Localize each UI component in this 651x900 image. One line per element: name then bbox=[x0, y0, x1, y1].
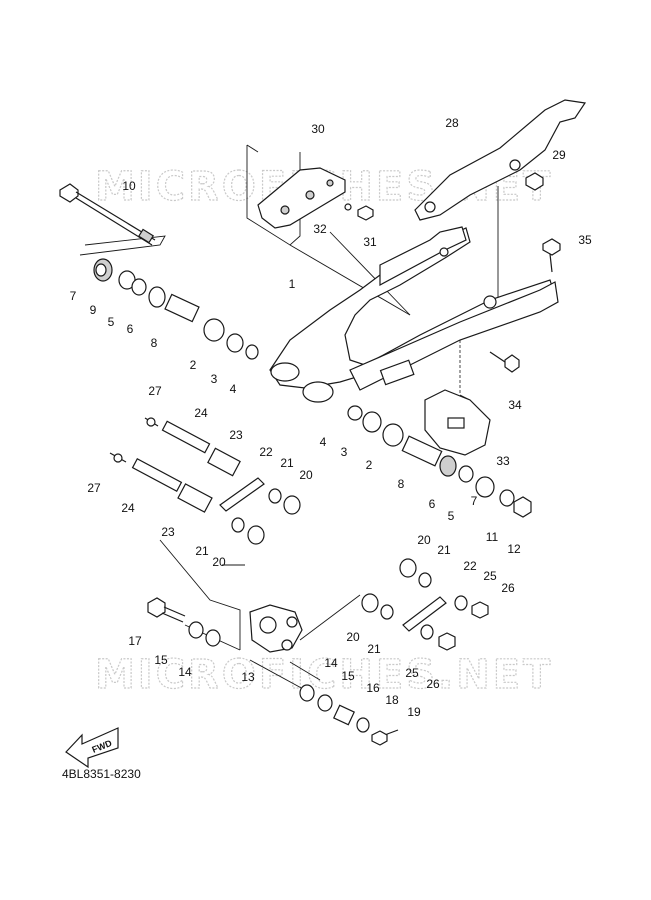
callout-20: 20 bbox=[346, 630, 360, 644]
bolt-31 bbox=[344, 203, 374, 221]
callout-20: 20 bbox=[212, 555, 226, 569]
bolt-29 bbox=[525, 172, 544, 191]
callout-33: 33 bbox=[496, 454, 510, 468]
callout-15: 15 bbox=[341, 669, 355, 683]
callout-20: 20 bbox=[299, 468, 313, 482]
bolt-35 bbox=[542, 238, 561, 273]
callout-3: 3 bbox=[211, 372, 218, 386]
link-shafts bbox=[109, 417, 241, 513]
callout-26: 26 bbox=[426, 677, 440, 691]
callout-2: 2 bbox=[190, 358, 197, 372]
callout-12: 12 bbox=[507, 542, 521, 556]
callout-21: 21 bbox=[195, 544, 209, 558]
lower-collars bbox=[188, 621, 399, 746]
callout-4: 4 bbox=[320, 435, 327, 449]
callout-11: 11 bbox=[486, 530, 499, 544]
chain-guard-part bbox=[414, 99, 587, 221]
callout-4: 4 bbox=[230, 382, 237, 396]
callout-27: 27 bbox=[87, 481, 101, 495]
callout-18: 18 bbox=[385, 693, 399, 707]
callout-32: 32 bbox=[313, 222, 327, 236]
callout-24: 24 bbox=[194, 406, 208, 420]
callout-2: 2 bbox=[366, 458, 373, 472]
callout-30: 30 bbox=[311, 122, 325, 136]
callout-8: 8 bbox=[151, 336, 158, 350]
callout-21: 21 bbox=[280, 456, 294, 470]
callout-20: 20 bbox=[417, 533, 431, 547]
callout-25: 25 bbox=[483, 569, 497, 583]
left-bearing-stack bbox=[93, 258, 259, 360]
callout-19: 19 bbox=[407, 705, 421, 719]
right-bearing-stack bbox=[347, 405, 532, 518]
callout-7: 7 bbox=[471, 494, 478, 508]
watermark-bottom: MICROFICHES.NET bbox=[95, 652, 553, 698]
callout-14: 14 bbox=[178, 665, 192, 679]
callout-31: 31 bbox=[363, 235, 377, 249]
bolt-17 bbox=[147, 597, 186, 623]
callout-1: 1 bbox=[289, 277, 296, 291]
callout-6: 6 bbox=[429, 497, 436, 511]
callout-14: 14 bbox=[324, 656, 338, 670]
link-plates bbox=[219, 477, 447, 632]
relay-arm-part bbox=[249, 604, 303, 653]
callout-24: 24 bbox=[121, 501, 135, 515]
catalog-code: 4BL8351-8230 bbox=[62, 767, 141, 781]
pivot-shaft-part bbox=[59, 183, 156, 246]
forward-arrow-icon: FWD bbox=[65, 727, 119, 769]
callout-9: 9 bbox=[90, 303, 97, 317]
callout-17: 17 bbox=[128, 634, 142, 648]
small-bushings bbox=[231, 488, 432, 620]
callout-22: 22 bbox=[259, 445, 273, 459]
callout-13: 13 bbox=[241, 670, 255, 684]
callout-10: 10 bbox=[122, 179, 136, 193]
bolt-34 bbox=[489, 351, 520, 373]
callout-26: 26 bbox=[501, 581, 515, 595]
chain-puller-part bbox=[424, 389, 491, 456]
bracket-part bbox=[257, 167, 346, 229]
callout-15: 15 bbox=[154, 653, 168, 667]
callout-21: 21 bbox=[437, 543, 451, 557]
callout-5: 5 bbox=[108, 315, 115, 329]
callout-34: 34 bbox=[508, 398, 522, 412]
callout-21: 21 bbox=[367, 642, 381, 656]
callout-23: 23 bbox=[229, 428, 243, 442]
callout-6: 6 bbox=[127, 322, 134, 336]
callout-29: 29 bbox=[552, 148, 566, 162]
callout-22: 22 bbox=[463, 559, 477, 573]
callout-28: 28 bbox=[445, 116, 459, 130]
callout-3: 3 bbox=[341, 445, 348, 459]
callout-35: 35 bbox=[578, 233, 592, 247]
swingarm-part bbox=[269, 226, 559, 403]
callout-27: 27 bbox=[148, 384, 162, 398]
washers-nuts bbox=[420, 595, 489, 651]
callout-8: 8 bbox=[398, 477, 405, 491]
callout-16: 16 bbox=[366, 681, 380, 695]
callout-23: 23 bbox=[161, 525, 175, 539]
callout-25: 25 bbox=[405, 666, 419, 680]
callout-7: 7 bbox=[70, 289, 77, 303]
callout-5: 5 bbox=[448, 509, 455, 523]
